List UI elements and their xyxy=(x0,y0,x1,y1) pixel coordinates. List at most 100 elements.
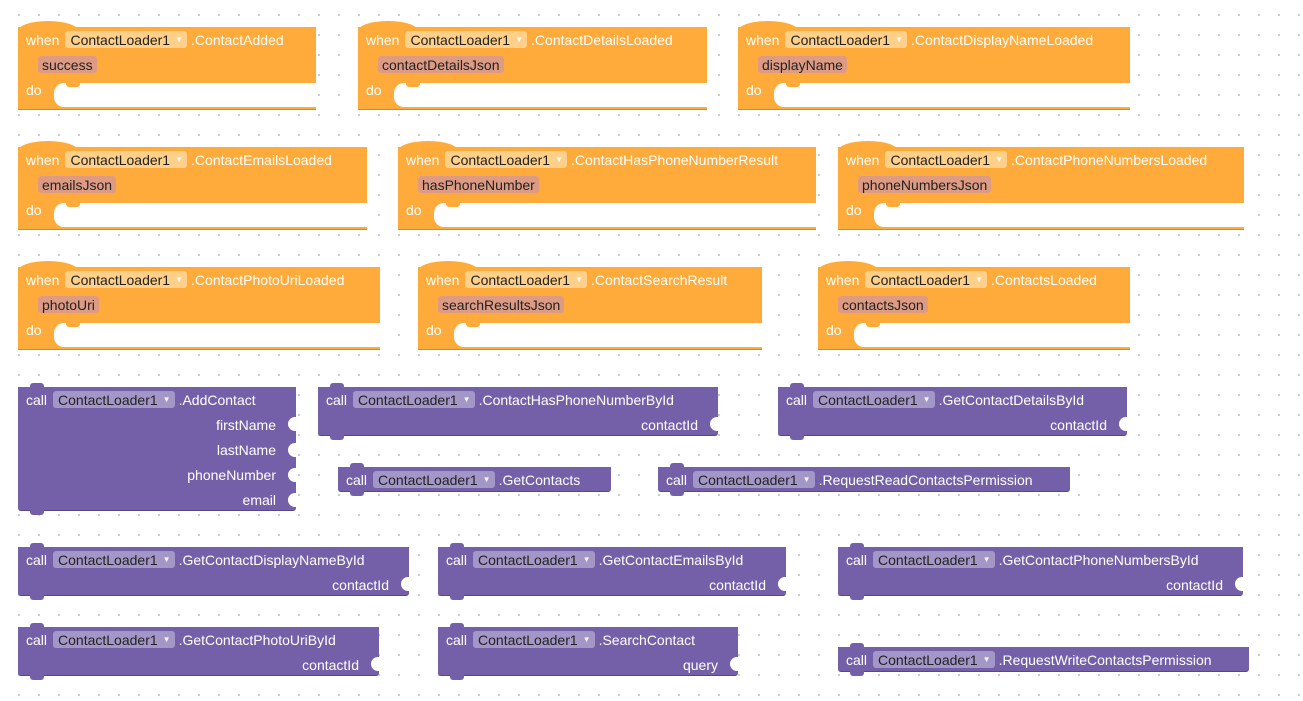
input-socket[interactable] xyxy=(401,577,409,591)
statement-slot[interactable] xyxy=(54,201,367,227)
event-name: .ContactEmailsLoaded xyxy=(191,151,332,168)
input-socket[interactable] xyxy=(371,657,379,671)
component-dropdown[interactable]: ContactLoader1▼ xyxy=(405,31,528,48)
component-dropdown[interactable]: ContactLoader1▼ xyxy=(865,271,988,288)
call-block-request-write-contacts-permission[interactable]: call ContactLoader1▼ .RequestWriteContac… xyxy=(838,643,1249,676)
statement-slot[interactable] xyxy=(54,81,316,107)
dropdown-arrow-icon: ▼ xyxy=(175,35,184,44)
event-block-contact-search-result[interactable]: when ContactLoader1▼ .ContactSearchResul… xyxy=(418,261,762,350)
method-name: .RequestWriteContactsPermission xyxy=(998,651,1212,668)
call-block-get-contact-details-by-id[interactable]: call ContactLoader1▼ .GetContactDetailsB… xyxy=(778,383,1127,440)
component-dropdown[interactable]: ContactLoader1▼ xyxy=(473,631,595,648)
do-keyword: do xyxy=(826,321,842,338)
event-block-contact-emails-loaded[interactable]: when ContactLoader1▼ .ContactEmailsLoade… xyxy=(18,141,367,230)
event-block-contact-added[interactable]: when ContactLoader1▼ .ContactAdded succe… xyxy=(18,21,316,110)
call-block-search-contact[interactable]: call ContactLoader1▼ .SearchContact quer… xyxy=(438,623,738,680)
component-dropdown[interactable]: ContactLoader1▼ xyxy=(65,151,188,168)
call-block-contact-has-phone-number-by-id[interactable]: call ContactLoader1▼ .ContactHasPhoneNum… xyxy=(318,383,718,440)
method-name: .GetContacts xyxy=(498,471,581,488)
component-dropdown[interactable]: ContactLoader1▼ xyxy=(53,551,175,568)
component-dropdown[interactable]: ContactLoader1▼ xyxy=(53,391,175,408)
event-parameter[interactable]: phoneNumbersJson xyxy=(858,176,992,193)
component-dropdown[interactable]: ContactLoader1▼ xyxy=(65,31,188,48)
component-dropdown[interactable]: ContactLoader1▼ xyxy=(693,471,815,488)
event-block-contacts-loaded[interactable]: when ContactLoader1▼ .ContactsLoaded con… xyxy=(818,261,1130,350)
event-parameter[interactable]: hasPhoneNumber xyxy=(418,176,539,193)
dropdown-arrow-icon: ▼ xyxy=(995,155,1004,164)
input-socket[interactable] xyxy=(288,442,296,457)
component-dropdown[interactable]: ContactLoader1▼ xyxy=(65,271,188,288)
statement-slot[interactable] xyxy=(434,201,816,227)
statement-slot[interactable] xyxy=(54,321,380,347)
event-parameter[interactable]: displayName xyxy=(758,56,847,73)
event-parameter[interactable]: contactDetailsJson xyxy=(378,56,504,73)
input-socket[interactable] xyxy=(730,657,738,671)
event-block-contact-phone-numbers-loaded[interactable]: when ContactLoader1▼ .ContactPhoneNumber… xyxy=(838,141,1244,230)
statement-slot[interactable] xyxy=(774,81,1130,107)
event-block-contact-photo-uri-loaded[interactable]: when ContactLoader1▼ .ContactPhotoUriLoa… xyxy=(18,261,380,350)
input-socket[interactable] xyxy=(288,467,296,482)
component-dropdown[interactable]: ContactLoader1▼ xyxy=(885,151,1008,168)
call-keyword: call xyxy=(446,631,468,648)
do-keyword: do xyxy=(26,321,42,338)
component-dropdown[interactable]: ContactLoader1▼ xyxy=(873,651,995,668)
event-name: .ContactPhotoUriLoaded xyxy=(191,271,345,288)
method-name: .RequestReadContactsPermission xyxy=(818,471,1033,488)
argument-label: contactId xyxy=(1050,416,1107,433)
call-block-get-contact-phone-numbers-by-id[interactable]: call ContactLoader1▼ .GetContactPhoneNum… xyxy=(838,543,1243,600)
call-keyword: call xyxy=(666,471,688,488)
dropdown-arrow-icon: ▼ xyxy=(175,155,184,164)
statement-slot[interactable] xyxy=(454,321,762,347)
dropdown-arrow-icon: ▼ xyxy=(982,555,991,564)
statement-slot[interactable] xyxy=(854,321,1130,347)
when-keyword: when xyxy=(26,151,60,168)
call-keyword: call xyxy=(346,471,368,488)
component-dropdown[interactable]: ContactLoader1▼ xyxy=(445,151,568,168)
event-parameter[interactable]: success xyxy=(38,56,97,73)
call-block-get-contact-emails-by-id[interactable]: call ContactLoader1▼ .GetContactEmailsBy… xyxy=(438,543,786,600)
call-block-get-contact-photo-uri-by-id[interactable]: call ContactLoader1▼ .GetContactPhotoUri… xyxy=(18,623,379,680)
dropdown-arrow-icon: ▼ xyxy=(582,555,591,564)
component-dropdown[interactable]: ContactLoader1▼ xyxy=(785,31,908,48)
input-socket[interactable] xyxy=(1119,417,1127,431)
event-block-contact-has-phone-number-result[interactable]: when ContactLoader1▼ .ContactHasPhoneNum… xyxy=(398,141,816,230)
component-dropdown[interactable]: ContactLoader1▼ xyxy=(373,471,495,488)
component-dropdown[interactable]: ContactLoader1▼ xyxy=(53,631,175,648)
component-dropdown[interactable]: ContactLoader1▼ xyxy=(873,551,995,568)
event-parameter[interactable]: searchResultsJson xyxy=(438,296,565,313)
event-parameter[interactable]: emailsJson xyxy=(38,176,117,193)
call-keyword: call xyxy=(326,391,348,408)
component-dropdown[interactable]: ContactLoader1▼ xyxy=(353,391,475,408)
event-name: .ContactsLoaded xyxy=(991,271,1097,288)
component-dropdown[interactable]: ContactLoader1▼ xyxy=(813,391,935,408)
call-block-get-contact-display-name-by-id[interactable]: call ContactLoader1▼ .GetContactDisplayN… xyxy=(18,543,409,600)
event-block-contact-details-loaded[interactable]: when ContactLoader1▼ .ContactDetailsLoad… xyxy=(358,21,707,110)
component-dropdown[interactable]: ContactLoader1▼ xyxy=(473,551,595,568)
when-keyword: when xyxy=(426,271,460,288)
do-keyword: do xyxy=(746,81,762,98)
input-socket[interactable] xyxy=(288,492,296,507)
component-dropdown[interactable]: ContactLoader1▼ xyxy=(465,271,588,288)
dropdown-arrow-icon: ▼ xyxy=(982,655,991,664)
call-keyword: call xyxy=(26,391,48,408)
call-block-get-contacts[interactable]: call ContactLoader1▼ .GetContacts xyxy=(338,463,611,496)
argument-label: contactId xyxy=(641,416,698,433)
event-parameter[interactable]: contactsJson xyxy=(838,296,928,313)
when-keyword: when xyxy=(26,31,60,48)
event-block-contact-display-name-loaded[interactable]: when ContactLoader1▼ .ContactDisplayName… xyxy=(738,21,1130,110)
event-parameter[interactable]: photoUri xyxy=(38,296,99,313)
dropdown-arrow-icon: ▼ xyxy=(162,395,171,404)
call-block-request-read-contacts-permission[interactable]: call ContactLoader1▼ .RequestReadContact… xyxy=(658,463,1070,496)
method-name: .GetContactDetailsById xyxy=(938,391,1085,408)
statement-slot[interactable] xyxy=(874,201,1244,227)
input-socket[interactable] xyxy=(710,417,718,431)
dropdown-arrow-icon: ▼ xyxy=(482,475,491,484)
call-block-add-contact[interactable]: call ContactLoader1▼ .AddContact firstNa… xyxy=(18,383,296,515)
input-socket[interactable] xyxy=(778,577,786,591)
input-socket[interactable] xyxy=(1235,577,1243,591)
statement-slot[interactable] xyxy=(394,81,707,107)
dropdown-arrow-icon: ▼ xyxy=(515,35,524,44)
argument-label: query xyxy=(682,656,718,673)
dropdown-arrow-icon: ▼ xyxy=(175,275,184,284)
input-socket[interactable] xyxy=(288,417,296,431)
